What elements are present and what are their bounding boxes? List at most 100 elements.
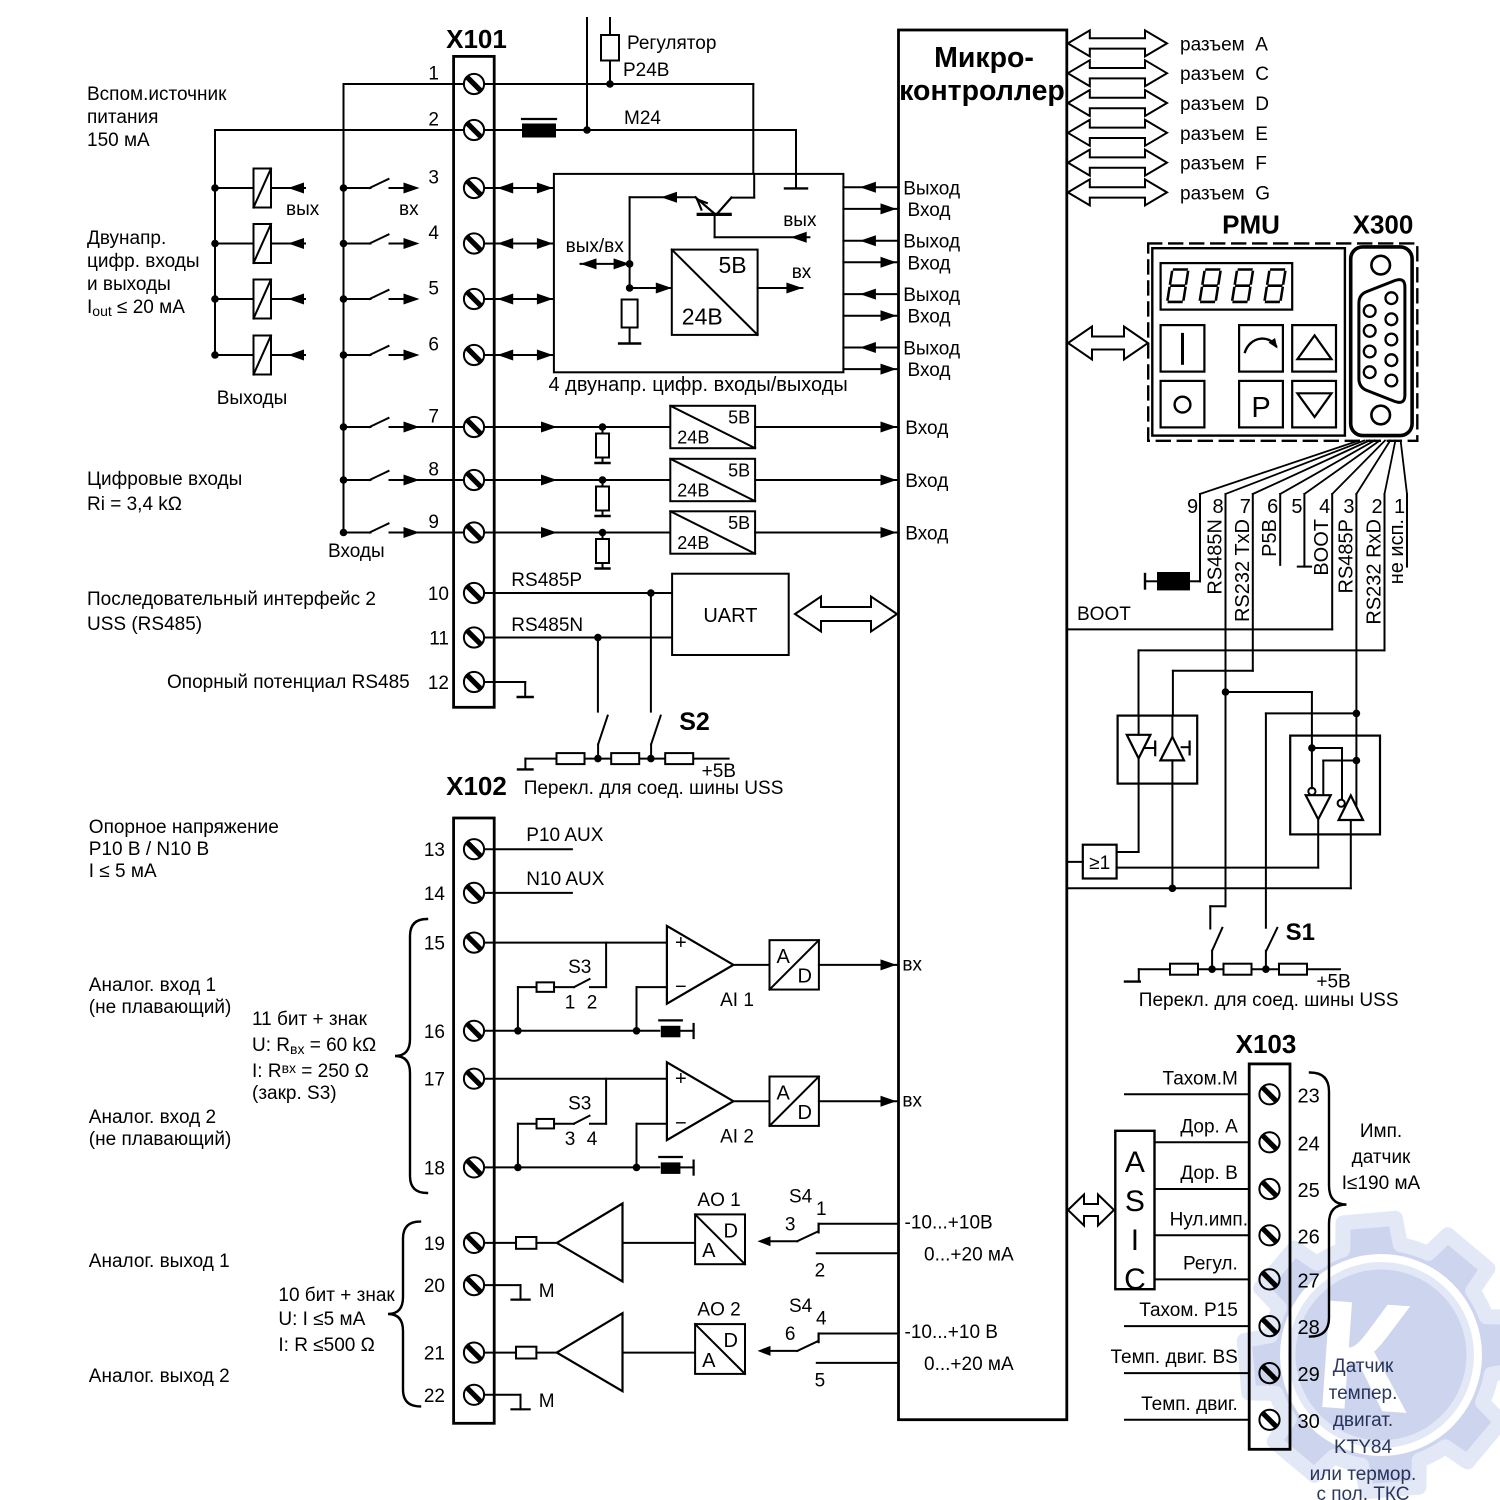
svg-text:Регулятор: Регулятор <box>627 33 716 54</box>
svg-text:2: 2 <box>587 993 598 1014</box>
svg-text:Имп.: Имп. <box>1360 1121 1402 1142</box>
svg-text:вых/вх: вых/вх <box>566 236 625 257</box>
svg-text:14: 14 <box>424 884 446 905</box>
svg-text:вх: вх <box>399 199 419 220</box>
svg-text:X103: X103 <box>1236 1029 1297 1059</box>
svg-text:I: Rвх = 250 Ω: I: Rвх = 250 Ω <box>252 1060 369 1082</box>
svg-text:2: 2 <box>815 1261 826 1282</box>
svg-text:Выход: Выход <box>903 232 960 253</box>
svg-text:26: 26 <box>1298 1226 1320 1248</box>
svg-text:Выход: Выход <box>903 285 960 306</box>
svg-text:вх: вх <box>902 954 922 975</box>
svg-text:вх: вх <box>792 262 812 283</box>
svg-text:3: 3 <box>1343 496 1354 518</box>
svg-text:RS485N: RS485N <box>511 615 583 636</box>
svg-text:P5B: P5B <box>1259 519 1281 557</box>
svg-text:0...+20 мА: 0...+20 мА <box>924 1244 1014 1265</box>
svg-text:7: 7 <box>428 407 439 428</box>
svg-text:RS232 RxD: RS232 RxD <box>1364 519 1386 625</box>
svg-text:+: + <box>675 932 687 954</box>
svg-text:5В: 5В <box>728 407 750 427</box>
svg-text:PMU: PMU <box>1222 210 1280 240</box>
svg-text:0...+20 мА: 0...+20 мА <box>924 1354 1014 1375</box>
svg-text:20: 20 <box>424 1276 445 1297</box>
svg-text:N10 AUX: N10 AUX <box>526 869 604 890</box>
svg-text:вых: вых <box>286 199 320 220</box>
svg-text:AI 1: AI 1 <box>720 990 754 1011</box>
svg-text:S3: S3 <box>568 957 591 978</box>
svg-text:разъем A: разъем A <box>1180 34 1268 55</box>
svg-text:1: 1 <box>1394 496 1405 518</box>
svg-text:разъем C: разъем C <box>1180 64 1269 85</box>
svg-text:D: D <box>797 966 811 988</box>
svg-text:4: 4 <box>428 223 439 244</box>
svg-text:вых: вых <box>783 210 817 231</box>
svg-text:Вход: Вход <box>908 307 951 328</box>
svg-text:Iout ≤ 20 мА: Iout ≤ 20 мА <box>87 297 185 319</box>
svg-text:Опорное напряжение: Опорное напряжение <box>89 817 279 838</box>
svg-text:Ri = 3,4 kΩ: Ri = 3,4 kΩ <box>87 494 182 515</box>
svg-text:Аналог. вход 1: Аналог. вход 1 <box>89 975 216 996</box>
svg-text:BOOT: BOOT <box>1077 604 1131 625</box>
svg-text:5: 5 <box>815 1370 826 1391</box>
svg-text:U: I ≤5 мА: U: I ≤5 мА <box>278 1309 365 1330</box>
svg-text:P: P <box>1251 392 1270 424</box>
svg-text:(закр. S3): (закр. S3) <box>252 1083 337 1104</box>
svg-text:S2: S2 <box>679 708 710 736</box>
svg-text:Вспом.источник: Вспом.источник <box>87 84 227 105</box>
svg-text:A: A <box>1125 1146 1145 1179</box>
svg-text:RS485N: RS485N <box>1205 519 1227 595</box>
svg-text:Аналог. выход 1: Аналог. выход 1 <box>89 1251 230 1272</box>
svg-text:6: 6 <box>428 335 439 356</box>
svg-text:разъем E: разъем E <box>1180 124 1268 145</box>
svg-text:C: C <box>1124 1263 1146 1296</box>
svg-text:−: − <box>675 1113 687 1135</box>
svg-text:Микро-: Микро- <box>934 42 1034 74</box>
svg-text:5: 5 <box>428 279 439 300</box>
svg-text:23: 23 <box>1298 1085 1320 1107</box>
svg-text:К: К <box>1310 1267 1417 1446</box>
svg-text:Вход: Вход <box>905 418 948 439</box>
svg-text:2: 2 <box>428 110 439 131</box>
svg-text:+5В: +5В <box>1316 972 1350 993</box>
svg-text:4: 4 <box>1319 496 1330 518</box>
svg-text:D: D <box>724 1330 738 1352</box>
svg-text:22: 22 <box>424 1386 445 1407</box>
svg-text:A: A <box>702 1350 716 1372</box>
svg-text:10: 10 <box>428 584 449 605</box>
svg-text:4: 4 <box>587 1129 598 1150</box>
svg-text:Темп. двиг. BS: Темп. двиг. BS <box>1110 1347 1237 1368</box>
svg-text:Дор. В: Дор. В <box>1180 1163 1237 1184</box>
svg-text:Дор. А: Дор. А <box>1180 1116 1238 1137</box>
svg-text:S4: S4 <box>789 1296 813 1317</box>
svg-text:11 бит + знак: 11 бит + знак <box>252 1009 368 1030</box>
svg-text:+5В: +5В <box>702 761 736 782</box>
svg-text:М24: М24 <box>624 108 661 129</box>
svg-text:USS (RS485): USS (RS485) <box>87 614 202 635</box>
svg-text:Тахом. Р15: Тахом. Р15 <box>1139 1300 1238 1321</box>
svg-text:RS485P: RS485P <box>511 570 582 591</box>
svg-text:≥1: ≥1 <box>1089 853 1110 874</box>
svg-text:11: 11 <box>429 629 449 650</box>
svg-text:М: М <box>539 1281 555 1302</box>
svg-text:Р10 В / N10 В: Р10 В / N10 В <box>89 839 209 860</box>
svg-text:3: 3 <box>428 168 439 189</box>
svg-text:P10 AUX: P10 AUX <box>526 825 603 846</box>
svg-text:(не плавающий): (не плавающий) <box>89 997 232 1018</box>
svg-text:Выход: Выход <box>903 178 960 199</box>
svg-text:S4: S4 <box>789 1186 813 1207</box>
svg-text:6: 6 <box>1267 496 1278 518</box>
svg-text:18: 18 <box>424 1158 445 1179</box>
svg-text:Вход: Вход <box>908 253 951 274</box>
svg-text:24В: 24В <box>682 303 723 329</box>
svg-text:8: 8 <box>1212 496 1223 518</box>
svg-text:AO 2: AO 2 <box>697 1300 740 1321</box>
svg-text:Перекл. для соед. шины USS: Перекл. для соед. шины USS <box>524 778 784 799</box>
svg-text:5В: 5В <box>728 513 750 533</box>
svg-text:10 бит + знак: 10 бит + знак <box>278 1285 395 1306</box>
svg-text:AI 2: AI 2 <box>720 1127 754 1148</box>
svg-text:S3: S3 <box>568 1094 591 1115</box>
svg-text:Аналог. вход 2: Аналог. вход 2 <box>89 1107 216 1128</box>
svg-text:Двунапр.: Двунапр. <box>87 228 166 249</box>
svg-text:не исп.: не исп. <box>1386 519 1408 584</box>
